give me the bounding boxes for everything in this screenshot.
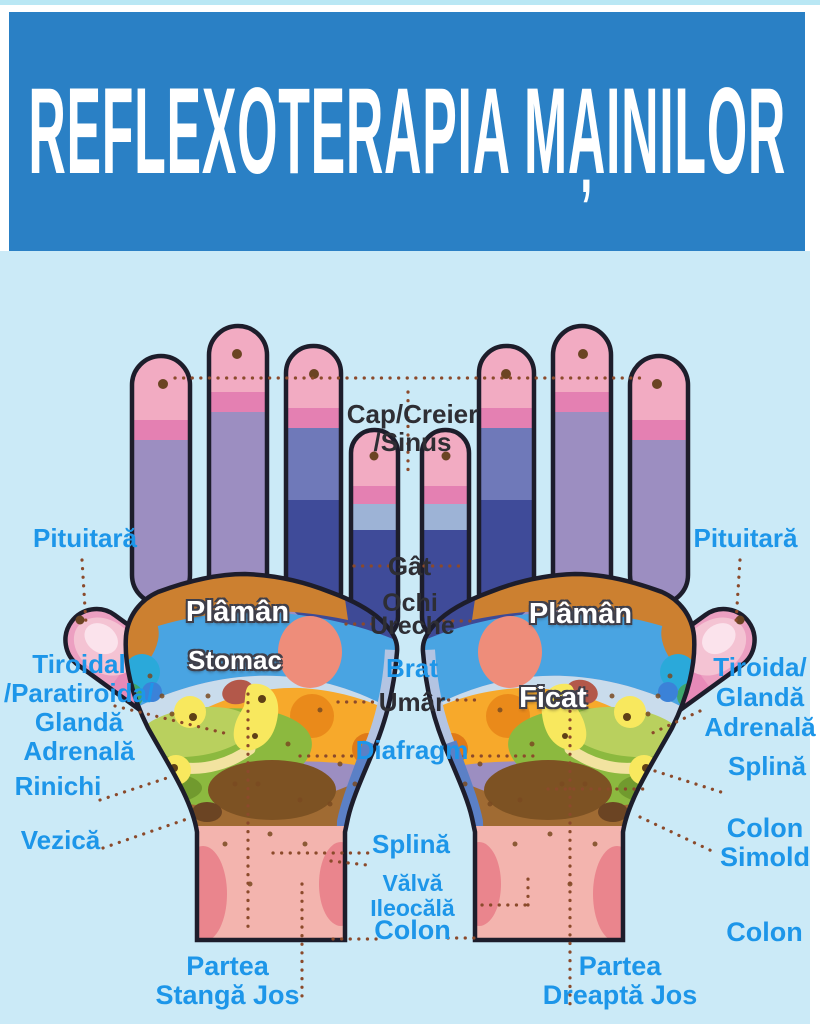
label-ileocecal-valve: Vălvă Ileocălă <box>370 870 455 921</box>
label-arm: Brat <box>385 653 438 683</box>
label-line: Cap/Creier <box>346 399 479 429</box>
label-right-pituitary: Pituitară <box>693 523 798 553</box>
zone-right-lung: Plâmân <box>528 598 633 630</box>
label-line: Simold <box>719 842 810 872</box>
label-left-kidney: Rinichi <box>14 771 102 801</box>
label-line: /Paratiroida/ <box>3 678 155 708</box>
label-neck: Gât <box>387 551 432 581</box>
label-line: Partea <box>186 951 269 981</box>
label-shoulder: Umâr <box>378 687 446 717</box>
label-line: Ureche <box>370 612 455 640</box>
label-line: Tiroidal <box>32 649 126 679</box>
label-right-colon: Colon <box>726 917 803 947</box>
label-right-thyroid: Tiroida/ Glandă Adrenală <box>700 652 820 742</box>
hands-illustration <box>0 244 820 1006</box>
label-eye-ear: Ochi Ureche <box>370 589 455 640</box>
label-left-thyroid: Tiroidal /Paratiroida/ Glandă Adrenală <box>0 650 158 766</box>
label-line: Adrenală <box>23 736 135 766</box>
label-line: Glandă <box>715 682 805 712</box>
label-line: Colon <box>726 813 804 843</box>
label-sigmoid-colon: Colon Simold <box>705 814 820 872</box>
label-line: /Sinus <box>373 427 452 457</box>
label-line: Ochi <box>382 589 438 617</box>
label-line: Partea <box>578 951 662 981</box>
page-title: REFLEXOTERAPIA MA̦INILOR <box>28 63 786 200</box>
zone-right-liver: Ficat <box>519 682 587 714</box>
label-line: Glandă <box>34 707 124 737</box>
title-banner: REFLEXOTERAPIA MA̦INILOR <box>9 12 805 251</box>
label-left-pituitary: Pituitară <box>32 523 138 553</box>
label-lower-left-part: Partea Stangă Jos <box>140 952 315 1010</box>
label-spleen-center: Splină <box>371 829 450 859</box>
dotted-connectors <box>80 376 742 1006</box>
top-strip <box>0 0 820 5</box>
label-line: Dreaptă Jos <box>542 980 698 1010</box>
label-diaphragm: Diafragm <box>355 735 469 765</box>
label-line: Tiroida/ <box>713 652 807 682</box>
zone-left-stomach: Stomac <box>188 645 282 675</box>
label-line: Adrenală <box>704 712 816 742</box>
label-head-brain-sinus: Cap/Creier /Sinus <box>340 400 485 456</box>
label-line: Stangă Jos <box>155 980 300 1010</box>
label-lower-right-part: Partea Dreaptă Jos <box>530 952 710 1010</box>
zone-left-lung: Plâmân <box>185 596 290 628</box>
label-left-bladder: Vezică <box>20 825 101 855</box>
label-colon-center: Colon <box>374 915 451 945</box>
label-right-spleen: Splină <box>727 751 806 781</box>
